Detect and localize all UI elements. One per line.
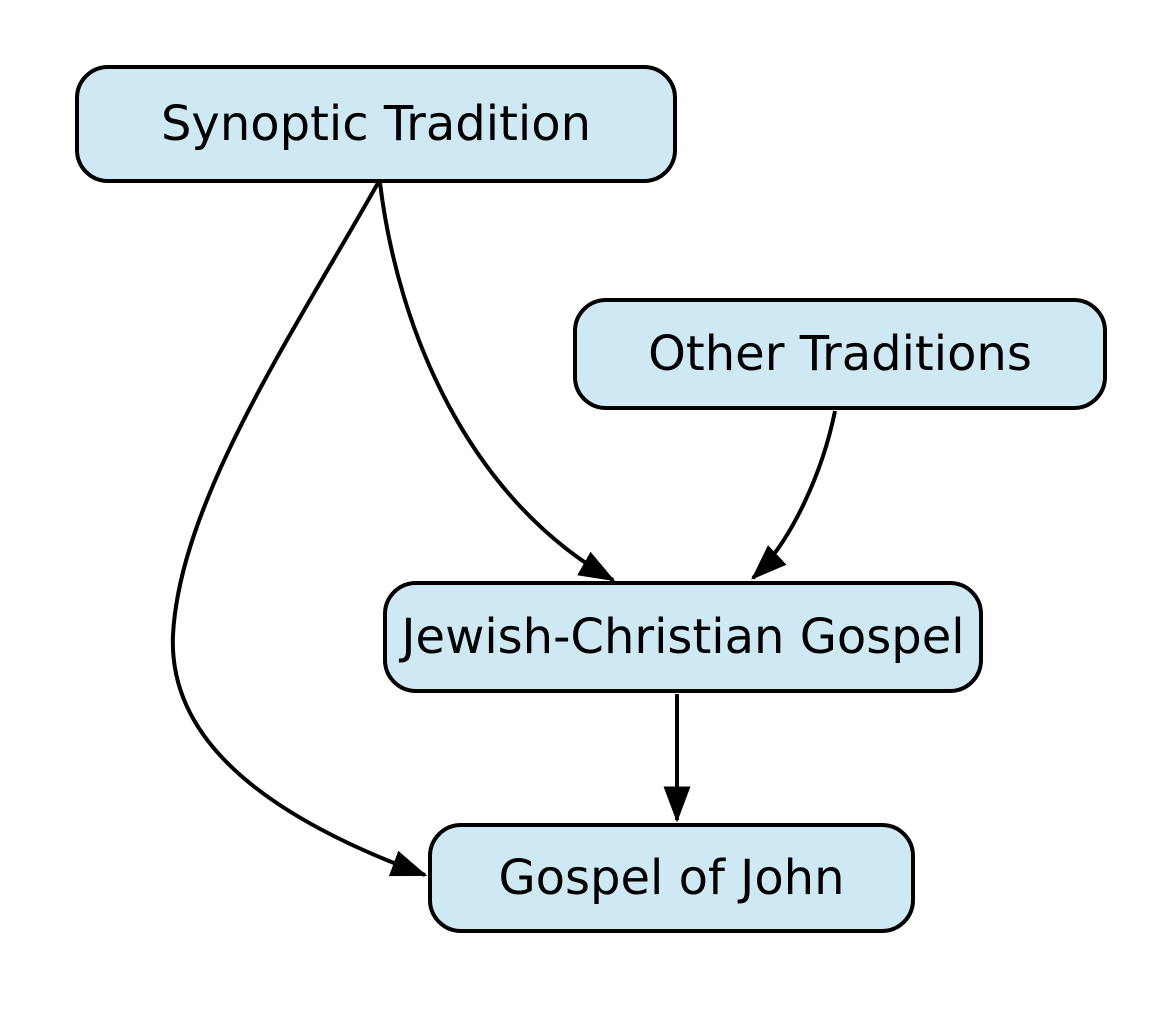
edge-synoptic-to-jewish bbox=[378, 182, 616, 582]
node-jewish-christian-gospel: Jewish-Christian Gospel bbox=[383, 581, 983, 693]
node-other-traditions: Other Traditions bbox=[573, 298, 1107, 410]
node-label: Jewish-Christian Gospel bbox=[401, 608, 965, 665]
node-synoptic-tradition: Synoptic Tradition bbox=[75, 65, 677, 183]
node-label: Synoptic Tradition bbox=[160, 95, 592, 152]
edge-other-to-jewish bbox=[751, 410, 837, 580]
node-gospel-of-john: Gospel of John bbox=[428, 823, 915, 933]
edge-synoptic-to-john bbox=[170, 182, 428, 877]
node-label: Other Traditions bbox=[648, 325, 1032, 382]
node-label: Gospel of John bbox=[498, 849, 845, 906]
